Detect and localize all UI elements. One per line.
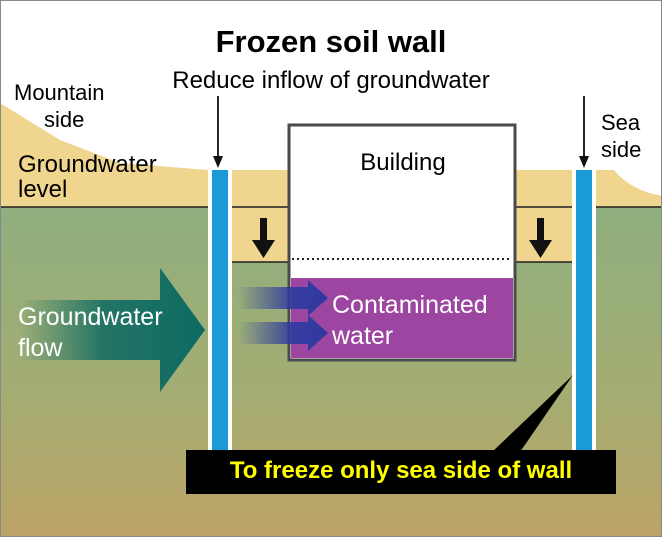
- down-arrow-left: [252, 218, 275, 258]
- freeze-banner-text: To freeze only sea side of wall: [229, 457, 573, 484]
- banner-callout-pointer: [492, 375, 573, 452]
- sea-side-label: Sea side: [601, 111, 641, 161]
- contaminated-water-label-line1: Contaminated: [332, 291, 488, 319]
- groundwater-flow-label-line1: Groundwater: [18, 303, 163, 331]
- soil-surface-sea: [596, 170, 662, 207]
- groundwater-flow-label-line2: flow: [18, 333, 63, 362]
- sea-side-label-line2: side: [601, 137, 642, 163]
- building-label: Building: [360, 149, 446, 176]
- inflow-arrow-lower: [238, 315, 328, 351]
- contaminated-water-label-line2: water: [332, 321, 394, 350]
- freeze-banner: [186, 450, 616, 494]
- mountain-side-label: Mountain side: [14, 81, 105, 131]
- pointer-arrow-right: [579, 96, 589, 168]
- groundwater-level-label-line1: Groundwater: [18, 151, 157, 178]
- diagram-subtitle: Reduce inflow of groundwater: [172, 67, 490, 94]
- soil-surface: [0, 103, 208, 207]
- pointer-arrow-left: [213, 96, 223, 168]
- mountain-side-label-line1: Mountain: [14, 80, 105, 105]
- sea-side-wall-core: [576, 170, 592, 450]
- sea-side-label-line1: Sea: [601, 110, 641, 135]
- contaminated-water-pool: [291, 278, 513, 358]
- groundwater-flow-arrow: [20, 268, 205, 392]
- mountain-side-wall-core: [212, 170, 228, 450]
- groundwater-level-label: Groundwater level: [18, 151, 157, 204]
- groundwater-level-label-line2: level: [18, 176, 68, 204]
- inflow-arrow-upper: [238, 280, 328, 316]
- mountain-side-label-line2: side: [44, 107, 85, 133]
- diagram-title: Frozen soil wall: [215, 24, 447, 59]
- contaminated-water-label: Contaminated water: [332, 290, 488, 351]
- down-arrow-right: [529, 218, 552, 258]
- groundwater-flow-label: Groundwater flow: [18, 302, 163, 363]
